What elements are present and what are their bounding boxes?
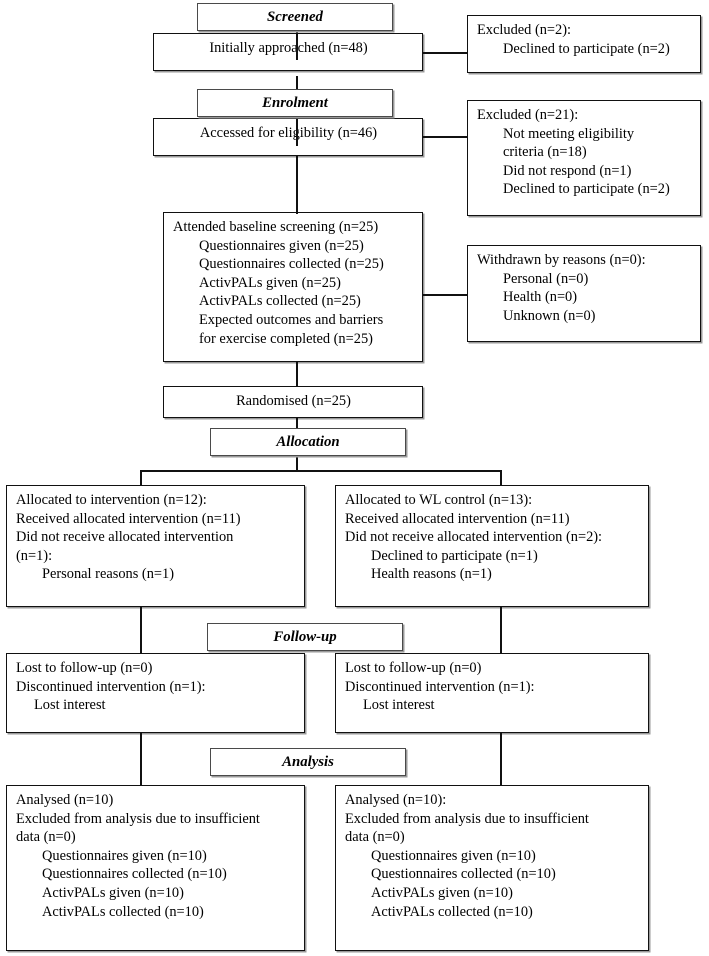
box-line: ActivPALs given (n=10) (42, 884, 184, 901)
stage-label-allocation: Allocation (276, 433, 340, 450)
box-attended-baseline-screening: Attended baseline screening (n=25) Questi… (163, 212, 423, 362)
box-allocated-to-wl-control: Allocated to WL control (n=13): Received … (335, 485, 649, 607)
box-line: Questionnaires collected (n=10) (371, 866, 556, 883)
connector-accessed-to-baseline (296, 156, 298, 214)
box-initially-approached: Initially approached (n=48) (153, 33, 423, 71)
box-line: Allocated to WL control (n=13): (345, 492, 533, 508)
stage-header-allocation: Allocation (210, 428, 406, 456)
box-line: Did not receive allocated intervention (16, 529, 234, 546)
box-line: Lost to follow-up (n=0) (345, 660, 482, 676)
box-line: Health reasons (n=1) (371, 566, 492, 583)
box-line: Lost to follow-up (n=0) (16, 660, 153, 676)
connector-split-to-left-alloc (140, 470, 142, 486)
box-line: Questionnaires given (n=10) (42, 847, 207, 864)
box-line: ActivPALs given (n=10) (371, 884, 513, 901)
box-line: Discontinued intervention (n=1): (345, 678, 535, 695)
box-line: ActivPALs collected (n=10) (42, 903, 204, 920)
box-line: Lost interest (363, 697, 435, 714)
box-line: Allocated to intervention (n=12): (16, 492, 207, 508)
box-line: Attended baseline screening (n=25) (173, 219, 379, 235)
connector-right-alloc-to-followup (500, 607, 502, 653)
box-line: Unknown (n=0) (503, 307, 596, 324)
stage-label-analysis: Analysis (282, 753, 334, 770)
stage-label-screened: Screened (267, 8, 323, 25)
box-line: Lost interest (34, 697, 106, 714)
box-line: Received allocated intervention (n=11) (16, 510, 241, 527)
connector-enrolment-to-accessed (296, 116, 298, 146)
box-followup-control: Lost to follow-up (n=0) Discontinued inte… (335, 653, 649, 733)
connector-accessed-to-excluded2 (423, 136, 467, 138)
box-line: Excluded (n=2): (477, 22, 572, 38)
box-line: Expected outcomes and barriers (199, 311, 384, 328)
box-excluded-eligibility: Excluded (n=21): Not meeting eligibility c… (467, 100, 701, 216)
box-withdrawn-by-reasons: Withdrawn by reasons (n=0): Personal (n=0… (467, 245, 701, 342)
stage-header-screened: Screened (197, 3, 393, 31)
connector-approached-to-excluded1 (423, 52, 467, 54)
box-line: Excluded (n=21): (477, 107, 579, 123)
box-randomised: Randomised (n=25) (163, 386, 423, 418)
box-line: Health (n=0) (503, 289, 578, 306)
box-line: data (n=0) (345, 829, 405, 846)
box-line: Excluded from analysis due to insufficie… (345, 810, 589, 827)
box-line: Personal (n=0) (503, 270, 589, 287)
box-line: Analysed (n=10): (345, 792, 447, 808)
box-line: Withdrawn by reasons (n=0): (477, 252, 646, 268)
box-line: data (n=0) (16, 829, 76, 846)
box-line: criteria (n=18) (503, 144, 587, 161)
connector-left-alloc-to-followup (140, 607, 142, 653)
box-line: Declined to participate (n=2) (503, 40, 670, 57)
box-line: Not meeting eligibility (503, 125, 635, 142)
box-line: Declined to participate (n=2) (503, 181, 670, 198)
box-line: Received allocated intervention (n=11) (345, 510, 570, 527)
box-line: Declined to participate (n=1) (371, 547, 538, 564)
box-line: Questionnaires given (n=10) (371, 847, 536, 864)
box-line: for exercise completed (n=25) (199, 330, 373, 347)
connector-baseline-to-randomised (296, 362, 298, 387)
connector-split-to-right-alloc (500, 470, 502, 486)
box-excluded-screening: Excluded (n=2): Declined to participate (… (467, 15, 701, 73)
box-line: ActivPALs given (n=25) (199, 274, 341, 291)
box-line: Discontinued intervention (n=1): (16, 678, 206, 695)
box-analysis-intervention: Analysed (n=10) Excluded from analysis du… (6, 785, 305, 951)
box-followup-intervention: Lost to follow-up (n=0) Discontinued inte… (6, 653, 305, 733)
box-line: Randomised (n=25) (236, 393, 351, 409)
box-line: Questionnaires given (n=25) (199, 237, 364, 254)
connector-randomised-to-allocation (296, 418, 298, 433)
box-line: Personal reasons (n=1) (42, 566, 175, 583)
connector-allocation-down (296, 455, 298, 471)
connector-left-followup-to-analysis (140, 733, 142, 785)
connector-baseline-to-withdrawn (423, 294, 467, 296)
box-line: Accessed for eligibility (n=46) (199, 125, 378, 141)
box-analysis-control: Analysed (n=10): Excluded from analysis d… (335, 785, 649, 951)
connector-right-followup-to-analysis (500, 733, 502, 785)
box-line: Initially approached (n=48) (209, 40, 368, 56)
box-line: Did not receive allocated intervention (… (345, 529, 603, 546)
stage-header-analysis: Analysis (210, 748, 406, 776)
box-line: ActivPALs collected (n=10) (371, 903, 533, 920)
box-line: Did not respond (n=1) (503, 162, 632, 179)
stage-label-enrolment: Enrolment (262, 94, 328, 111)
box-line: Analysed (n=10) (16, 792, 114, 808)
box-line: (n=1): (16, 547, 53, 564)
box-allocated-to-intervention: Allocated to intervention (n=12): Receive… (6, 485, 305, 607)
connector-screened-to-approached (296, 30, 298, 60)
box-line: Excluded from analysis due to insufficie… (16, 810, 260, 827)
box-accessed-eligibility: Accessed for eligibility (n=46) (153, 118, 423, 156)
box-line: ActivPALs collected (n=25) (199, 293, 361, 310)
stage-label-followup: Follow-up (273, 628, 337, 645)
connector-allocation-split (140, 470, 502, 472)
stage-header-enrolment: Enrolment (197, 89, 393, 117)
stage-header-followup: Follow-up (207, 623, 403, 651)
box-line: Questionnaires collected (n=25) (199, 256, 384, 273)
box-line: Questionnaires collected (n=10) (42, 866, 227, 883)
